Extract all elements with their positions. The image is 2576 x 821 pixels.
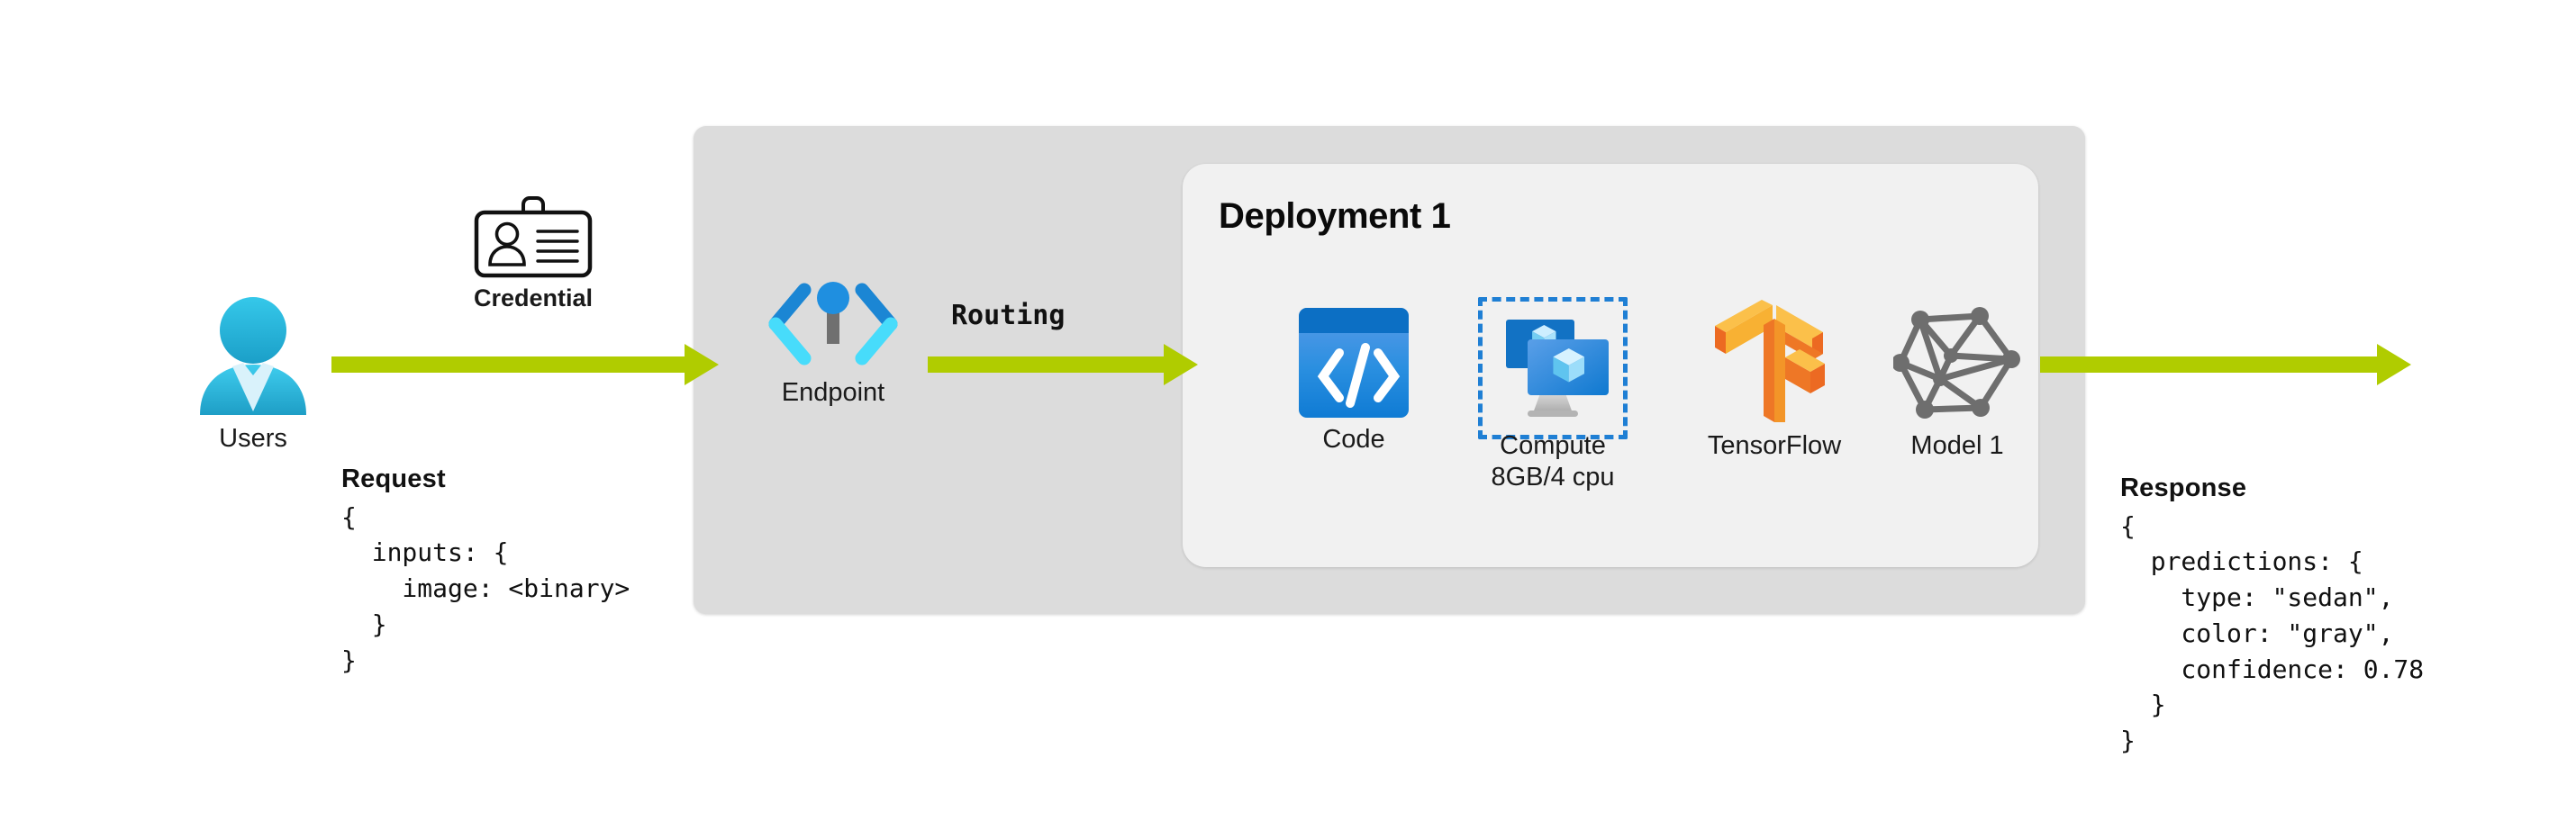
- users-label: Users: [219, 424, 287, 453]
- response-body: { predictions: { type: "sedan", color: "…: [2120, 510, 2425, 756]
- arrow-users-to-endpoint: [331, 344, 719, 385]
- response-code-block: Response { predictions: { type: "sedan", …: [2120, 398, 2424, 795]
- response-title: Response: [2120, 473, 2247, 502]
- arrow-endpoint-to-deployment: [928, 344, 1198, 385]
- deployment-item-compute-label: Compute: [1500, 431, 1606, 460]
- compute-monitors-icon: [1492, 309, 1614, 430]
- request-title: Request: [341, 464, 446, 493]
- model-graph-icon: [1891, 300, 2021, 430]
- user-person-icon: [186, 293, 321, 423]
- deployment-item-code: Code: [1273, 306, 1435, 456]
- deployment-title: Deployment 1: [1219, 196, 1451, 236]
- deployment-item-compute-sublabel: 8GB/4 cpu: [1491, 463, 1615, 492]
- users-node: Users: [168, 293, 339, 455]
- deployment-item-model-label: Model 1: [1910, 431, 2004, 460]
- endpoint-node: Endpoint: [757, 279, 910, 409]
- deployment-item-model: Model 1: [1872, 300, 2043, 462]
- request-code-block: Request { inputs: { image: <binary> } }: [341, 389, 630, 714]
- credential-node: Credential: [439, 196, 628, 313]
- deployment-item-tensorflow-label: TensorFlow: [1707, 431, 1842, 460]
- deployment-item-tensorflow: TensorFlow: [1671, 300, 1878, 462]
- endpoint-angle-brackets-icon: [763, 279, 903, 377]
- deployment-item-code-label: Code: [1322, 425, 1385, 454]
- routing-label: Routing: [951, 300, 1066, 331]
- deployment-item-compute: Compute 8GB/4 cpu: [1465, 309, 1641, 494]
- tensorflow-logo-icon: [1713, 300, 1836, 430]
- endpoint-label: Endpoint: [781, 378, 885, 407]
- id-badge-icon: [472, 196, 594, 284]
- arrow-deployment-to-response: [2040, 344, 2411, 385]
- code-window-icon: [1297, 306, 1410, 424]
- request-body: { inputs: { image: <binary> } }: [341, 501, 630, 675]
- credential-label: Credential: [473, 284, 594, 311]
- compute-selection-frame: [1478, 297, 1628, 439]
